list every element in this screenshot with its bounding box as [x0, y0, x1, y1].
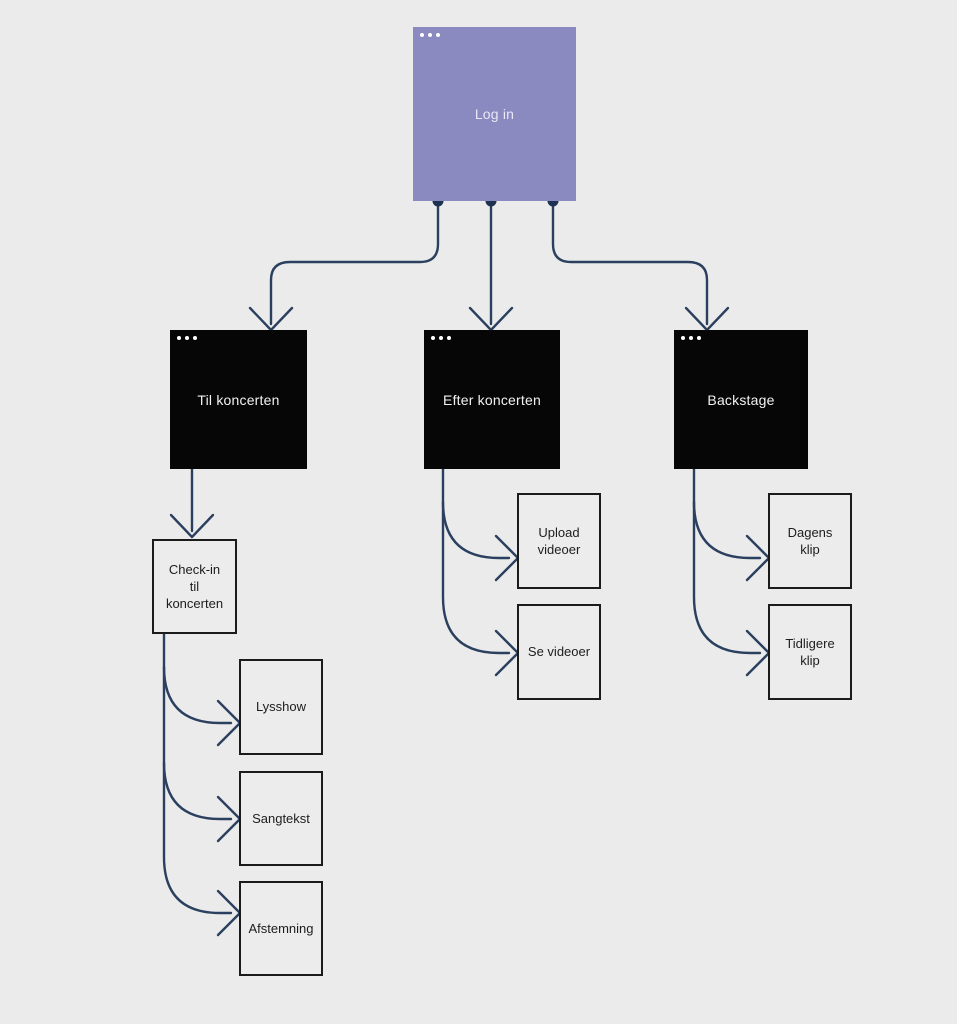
node-login[interactable]: Log in: [413, 27, 576, 201]
edge-line: [692, 467, 762, 655]
dot: [185, 336, 189, 340]
dot: [697, 336, 701, 340]
node-label: Dagens klip: [787, 524, 833, 557]
edge-til-koncerten-check-in: [169, 467, 215, 539]
edge-check-in-sangtekst: [162, 761, 242, 843]
dot: [689, 336, 693, 340]
edge-login-til-koncerten: [248, 200, 440, 332]
dot: [436, 33, 440, 37]
edge-efter-koncerten-se-videoer: [441, 467, 520, 677]
edge-efter-koncerten-upload-videoer: [441, 500, 520, 582]
edge-backstage-tidligere-klip: [692, 467, 771, 677]
edge-line: [269, 200, 440, 326]
node-check-in-til-koncerten[interactable]: Check-in til koncerten: [152, 539, 237, 634]
node-sangtekst[interactable]: Sangtekst: [239, 771, 323, 866]
window-dots-icon: [177, 336, 197, 340]
node-dagens-klip[interactable]: Dagens klip: [768, 493, 852, 589]
edge-line: [162, 665, 233, 725]
edge-line: [692, 500, 762, 560]
edge-login-backstage: [551, 200, 730, 332]
edge-check-in-afstemning: [162, 632, 242, 937]
edge-line: [162, 632, 233, 915]
dot: [431, 336, 435, 340]
node-label: Check-in til koncerten: [165, 561, 224, 612]
window-dots-icon: [681, 336, 701, 340]
node-label: Log in: [474, 106, 515, 122]
node-afstemning[interactable]: Afstemning: [239, 881, 323, 976]
node-label: Afstemning: [248, 920, 314, 936]
node-label: Til koncerten: [197, 391, 280, 408]
window-dots-icon: [420, 33, 440, 37]
node-label: Sangtekst: [252, 810, 310, 826]
window-dots-icon: [431, 336, 451, 340]
node-label: Efter koncerten: [443, 391, 541, 408]
dot: [447, 336, 451, 340]
node-label: Backstage: [707, 391, 775, 408]
edge-line: [551, 200, 709, 326]
edge-line: [441, 467, 511, 655]
node-lysshow[interactable]: Lysshow: [239, 659, 323, 755]
node-label: Tidligere klip: [785, 635, 835, 668]
dot: [428, 33, 432, 37]
dot: [193, 336, 197, 340]
edge-line: [441, 500, 511, 560]
node-backstage[interactable]: Backstage: [674, 330, 808, 469]
dot: [177, 336, 181, 340]
node-tidligere-klip[interactable]: Tidligere klip: [768, 604, 852, 700]
dot: [681, 336, 685, 340]
edge-check-in-lysshow: [162, 665, 242, 747]
dot: [439, 336, 443, 340]
dot: [420, 33, 424, 37]
node-label: Se videoer: [527, 644, 591, 660]
edge-login-efter-koncerten: [468, 200, 514, 332]
node-label: Upload videoer: [537, 524, 581, 557]
node-label: Lysshow: [255, 699, 307, 715]
node-upload-videoer[interactable]: Upload videoer: [517, 493, 601, 589]
edge-line: [162, 761, 233, 821]
node-se-videoer[interactable]: Se videoer: [517, 604, 601, 700]
node-til-koncerten[interactable]: Til koncerten: [170, 330, 307, 469]
node-efter-koncerten[interactable]: Efter koncerten: [424, 330, 560, 469]
edge-backstage-dagens-klip: [692, 500, 771, 582]
arrowhead-down-icon: [169, 513, 215, 539]
